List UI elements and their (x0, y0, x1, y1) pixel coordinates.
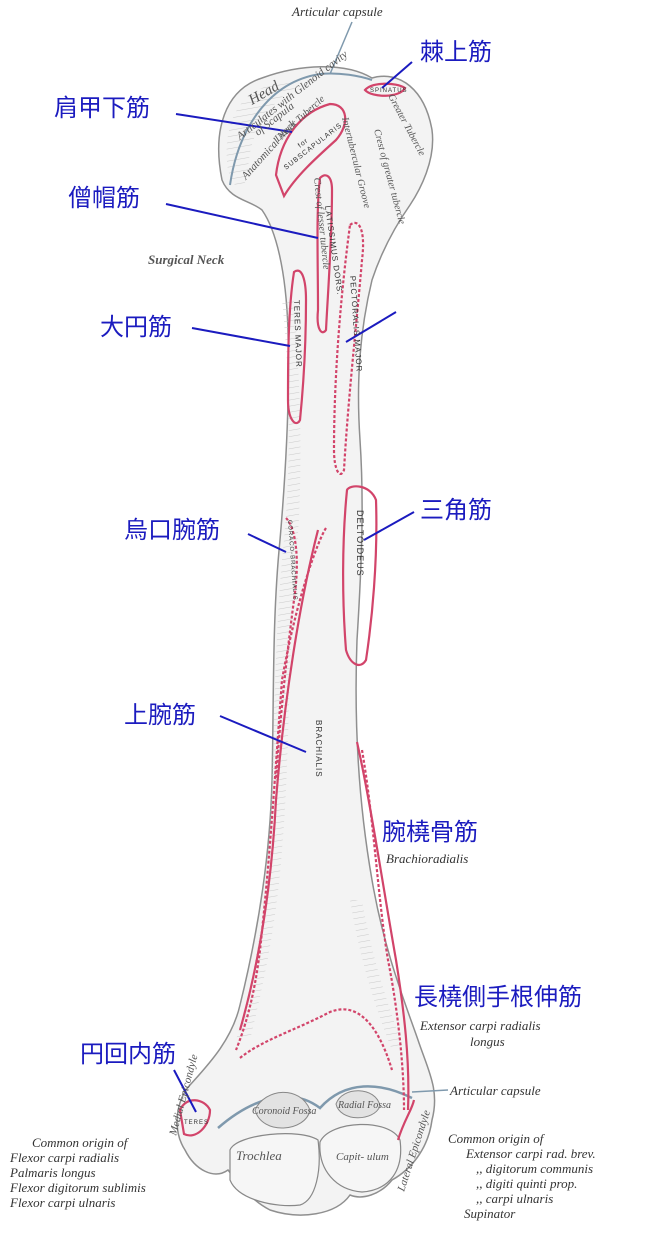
leader-subscapularis (175, 113, 293, 133)
pronator-teres-cap: TERES (184, 1120, 209, 1126)
lateral-epicondyle-origin (396, 1099, 416, 1141)
distal-dashed-line (239, 1008, 394, 1071)
label-articular-capsule-top: Articular capsule (292, 4, 383, 19)
flexor-line: Flexor carpi radialis (10, 1150, 120, 1165)
flexor-line: Flexor carpi ulnaris (10, 1195, 116, 1210)
coracobrachialis-cap: CORACO-BRACHIALIS (286, 520, 298, 601)
trochlea-text: Trochlea (236, 1148, 282, 1163)
label-latissimus: 僧帽筋 (68, 184, 140, 212)
leader-brachialis (219, 715, 307, 753)
subscapularis-area (274, 102, 347, 199)
supraspinatus-cap: SPINATUS (370, 88, 408, 94)
label-teres-major: 大円筋 (100, 313, 172, 341)
latissimus-area (316, 174, 334, 334)
flexor-line: Flexor digitorum sublimis (10, 1180, 146, 1195)
teres-major-cap: TERES MAJOR (292, 300, 303, 368)
label-ecrl-en-2: longus (470, 1034, 505, 1049)
label-deltoid: 三角筋 (420, 496, 492, 524)
leader-pronator-teres (173, 1069, 197, 1113)
capitulum-shape (319, 1123, 402, 1193)
label-ecrl-en-1: Extensor carpi radialis (420, 1018, 541, 1033)
label-pronator-teres: 円回内筋 (80, 1040, 176, 1068)
extensor-line: ,, digiti quinti prop. (476, 1176, 578, 1191)
flexor-line: Palmaris longus (10, 1165, 96, 1180)
label-subscapularis: 肩甲下筋 (54, 94, 150, 122)
radial-fossa-text: Radial Fossa (337, 1100, 391, 1111)
supraspinatus-area (363, 82, 407, 97)
label-surgical-neck: Surgical Neck (148, 252, 225, 267)
coronoid-fossa-text: Coronoid Fossa (252, 1106, 316, 1117)
leader-pectoralis (345, 311, 397, 343)
leader-supraspinatus (381, 61, 413, 89)
teres-major-area (286, 269, 308, 425)
brachialis-left-line (238, 529, 320, 1031)
label-brachioradialis: 腕橈骨筋 (382, 818, 478, 846)
extensor-line: Common origin of (448, 1131, 544, 1146)
common-origin-extensor: Common origin of Extensor carpi rad. bre… (448, 1131, 596, 1221)
brachialis-cap: BRACHIALIS (314, 720, 323, 778)
brachioradialis-inner (360, 749, 406, 1111)
capitulum-text: Capit- ulum (336, 1151, 389, 1163)
leader-latissimus (165, 203, 319, 239)
articular-capsule-bottom-line (217, 1085, 413, 1129)
radial-fossa (335, 1090, 381, 1119)
coronoid-fossa (254, 1091, 311, 1129)
deltoid-area (342, 485, 378, 667)
leader-teres-major (191, 327, 291, 347)
bone-shading-head (226, 83, 300, 188)
pronator-teres-area (178, 1099, 212, 1137)
extensor-line: Supinator (464, 1206, 516, 1221)
flexor-line: Common origin of (32, 1135, 128, 1150)
label-brachialis: 上腕筋 (124, 701, 196, 729)
extensor-line: ,, carpi ulnaris (476, 1191, 554, 1206)
common-origin-flexor: Common origin of Flexor carpi radialis P… (10, 1135, 146, 1210)
leader-coracobrachialis (247, 533, 287, 553)
extensor-line: ,, digitorum communis (476, 1161, 593, 1176)
label-coracobrachialis: 烏口腕筋 (124, 516, 220, 544)
leader-deltoid (363, 511, 415, 541)
capsule-top-pointer (329, 21, 353, 75)
label-supraspinatus: 棘上筋 (420, 38, 492, 66)
deltoid-cap: DELTOIDEUS (355, 510, 365, 577)
bone-shading-distal (350, 900, 404, 1050)
articular-capsule-top-line (229, 72, 373, 186)
capsule-bottom-pointer (411, 1089, 449, 1093)
label-ecrl: 長橈側手根伸筋 (414, 983, 582, 1011)
pectoralis-area (332, 221, 365, 476)
label-brachioradialis-en: Brachioradialis (386, 851, 469, 866)
humerus-bone (176, 66, 436, 1216)
label-articular-capsule-bottom: Articular capsule (450, 1083, 541, 1098)
coracobrachialis-area (274, 517, 298, 781)
extensor-line: Extensor carpi rad. brev. (466, 1146, 596, 1161)
trochlea-shape (229, 1133, 320, 1207)
